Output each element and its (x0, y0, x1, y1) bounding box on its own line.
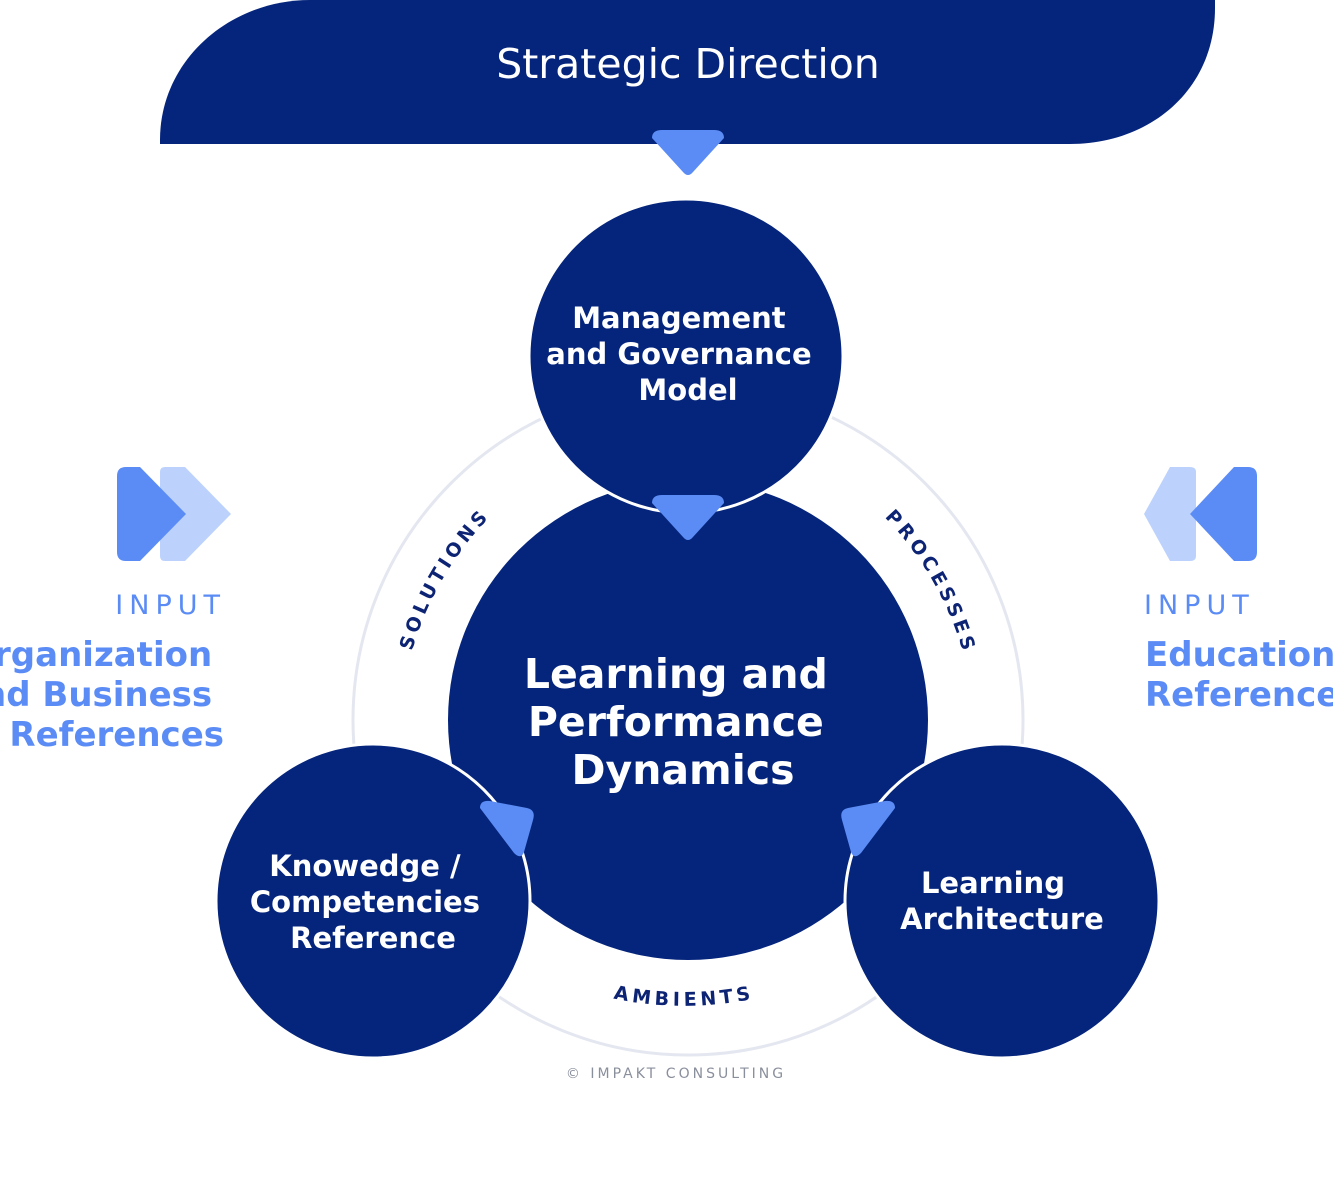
double-chevron-left-icon (1144, 467, 1257, 561)
competencies-arrow-icon (480, 800, 534, 857)
left-input-kicker: INPUT (115, 590, 226, 621)
architecture-node-label: Learning Architecture (900, 866, 1104, 936)
governance-arrow-icon (652, 495, 724, 540)
architecture-node (843, 742, 1161, 1060)
right-input-title: Education References (1145, 635, 1333, 715)
left-input-title: Organization and Business References (0, 635, 224, 755)
strategic-direction-banner (160, 0, 1215, 144)
copyright-text: © IMPAKT CONSULTING (566, 1066, 786, 1082)
core-node-label: Learning and Performance Dynamics (524, 650, 842, 794)
double-chevron-right-icon (117, 467, 231, 561)
banner-arrow-icon (652, 130, 724, 175)
banner-title: Strategic Direction (496, 40, 880, 88)
governance-node-label: Management and Governance Model (546, 301, 822, 407)
architecture-arrow-icon (841, 800, 895, 857)
competencies-node (214, 742, 532, 1060)
ring-label-ambients: AMBIENTS (612, 982, 756, 1011)
core-node (448, 480, 928, 960)
competencies-node-label: Knowedge / Competencies Reference (250, 849, 490, 955)
right-input-kicker: INPUT (1144, 590, 1255, 621)
